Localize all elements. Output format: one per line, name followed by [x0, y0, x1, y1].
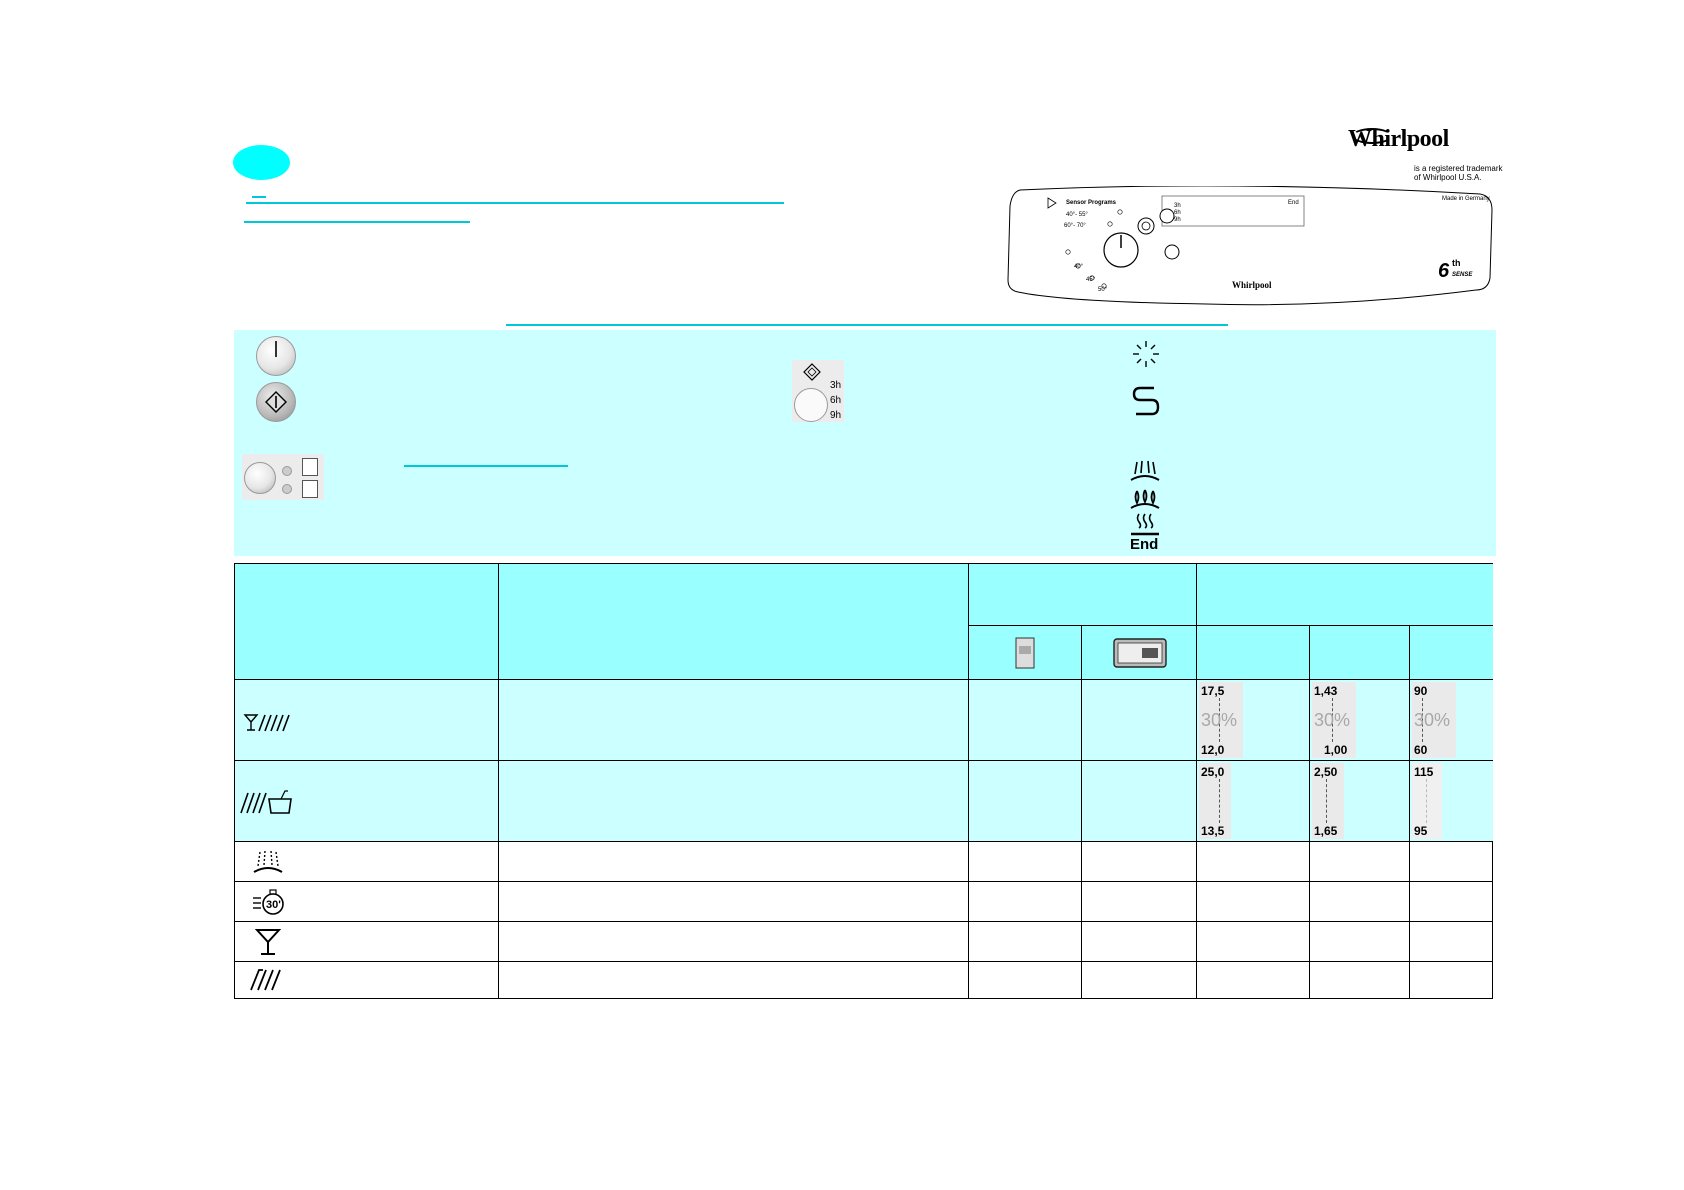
- header-program: [235, 564, 499, 680]
- table-row-prewash: [235, 842, 499, 882]
- header-water: [1310, 626, 1410, 680]
- header-time: [1410, 626, 1493, 680]
- water-range-sensor-delicate: 1,43 30% 1,00: [1310, 680, 1410, 761]
- table-row-dishes: [235, 962, 499, 999]
- table-row-glass: [235, 922, 499, 962]
- header-energy: [1197, 626, 1310, 680]
- panel-sensor-label: Sensor Programs: [1066, 200, 1117, 206]
- delay-start-icon: 3h 6h 9h: [792, 360, 844, 422]
- controls-info-band: 3h 6h 9h End: [234, 330, 1496, 556]
- detergent-dispenser-icon: [1113, 638, 1167, 668]
- water-max: 1,43: [1314, 684, 1338, 698]
- header-detergent-powder: [969, 626, 1082, 680]
- panel-display-3h: 3h: [1174, 203, 1181, 209]
- title-underline-1: [252, 196, 266, 198]
- trademark-line-1: is a registered trademark: [1414, 164, 1503, 173]
- time-reduction: 30%: [1414, 710, 1451, 730]
- water-min: 1,00: [1324, 743, 1348, 757]
- title-underline-3: [244, 221, 470, 223]
- energy-reduction: 30%: [1201, 710, 1238, 730]
- control-panel-illustration: Sensor Programs 40°- 55° 60°- 70° 40° 45…: [1006, 186, 1494, 310]
- table-row-quick-wash: 30': [235, 882, 499, 922]
- time-min: 60: [1414, 743, 1428, 757]
- panel-temp-2: 60°- 70°: [1064, 223, 1086, 229]
- time-min: 95: [1414, 824, 1428, 838]
- language-badge: [233, 145, 290, 180]
- dishes-program-icon: [250, 969, 281, 991]
- panel-display-end: End: [1288, 200, 1299, 206]
- time-max: 115: [1414, 765, 1434, 779]
- main-wash-phase-icon: [1130, 489, 1160, 509]
- panel-temp-5: 50°: [1098, 287, 1108, 293]
- water-reduction: 30%: [1314, 710, 1351, 730]
- prewash-phase-icon: [1130, 460, 1160, 481]
- water-max: 2,50: [1314, 765, 1338, 779]
- water-range-sensor-intensive: 2,50 1,65: [1310, 761, 1410, 842]
- quick-wash-program-icon: [253, 889, 284, 915]
- delay-3h-label: 3h: [830, 380, 842, 391]
- panel-temp-1: 40°- 55°: [1066, 212, 1088, 218]
- energy-max: 17,5: [1201, 684, 1225, 698]
- half-load-button-icon: [242, 454, 324, 500]
- prewash-program-icon: [253, 850, 283, 873]
- panel-logo: Whirlpool: [1232, 280, 1272, 290]
- whirlpool-logo: Whirlpool: [1348, 126, 1449, 152]
- program-table: 17,5 30% 12,0 1,43 30% 1,00 90 30% 60 25…: [234, 563, 1493, 999]
- energy-range-sensor-intensive: 25,0 13,5: [1197, 761, 1310, 842]
- header-detergent-dispenser: [1082, 626, 1197, 680]
- time-range-sensor-delicate: 90 30% 60: [1410, 680, 1493, 761]
- panel-temp-3: 40°: [1074, 264, 1084, 270]
- energy-range-sensor-delicate: 17,5 30% 12,0: [1197, 680, 1310, 761]
- start-button-icon: [256, 382, 296, 422]
- header-detergent: [969, 564, 1197, 626]
- header-consumption: [1197, 564, 1493, 626]
- half-load-underline: [404, 465, 568, 467]
- panel-6th-sense-word: SENSE: [1452, 272, 1473, 278]
- energy-max: 25,0: [1201, 765, 1225, 779]
- panel-6th-sense-sup: th: [1452, 258, 1461, 268]
- drying-phase-icon: [1131, 513, 1159, 536]
- sensor-intensive-program-icon: [240, 790, 292, 814]
- section-underline: [506, 324, 1228, 326]
- time-max: 90: [1414, 684, 1428, 698]
- glass-program-icon: [255, 929, 281, 955]
- power-button-icon: [256, 336, 296, 376]
- water-min: 1,65: [1314, 824, 1338, 838]
- whirlpool-swirl-icon: [1352, 128, 1392, 144]
- panel-display-6h: 6h: [1174, 210, 1181, 216]
- title-underline-2: [246, 202, 784, 204]
- energy-min: 12,0: [1201, 743, 1225, 757]
- detergent-box-icon: [1015, 637, 1035, 669]
- panel-temp-4: 45°: [1086, 277, 1096, 283]
- table-row-sensor-delicate: [235, 680, 499, 761]
- time-range-sensor-intensive: 115 95: [1410, 761, 1493, 842]
- panel-made-in: Made in Germany: [1442, 196, 1490, 202]
- salt-indicator-icon: [1133, 341, 1159, 367]
- quick-wash-label: 30': [266, 899, 281, 911]
- delay-9h-label: 9h: [830, 410, 842, 421]
- panel-display-9h: 9h: [1174, 217, 1181, 223]
- sensor-delicate-program-icon: [243, 714, 290, 732]
- table-row-sensor-intensive: [235, 761, 499, 842]
- delay-6h-label: 6h: [830, 395, 842, 406]
- rinse-aid-indicator-icon: [1132, 386, 1160, 416]
- trademark-line-2: of Whirlpool U.S.A.: [1414, 173, 1482, 182]
- energy-min: 13,5: [1201, 824, 1225, 838]
- panel-6th-sense-digit: 6: [1438, 260, 1450, 282]
- header-description: [499, 564, 969, 680]
- end-indicator-label: End: [1130, 536, 1159, 553]
